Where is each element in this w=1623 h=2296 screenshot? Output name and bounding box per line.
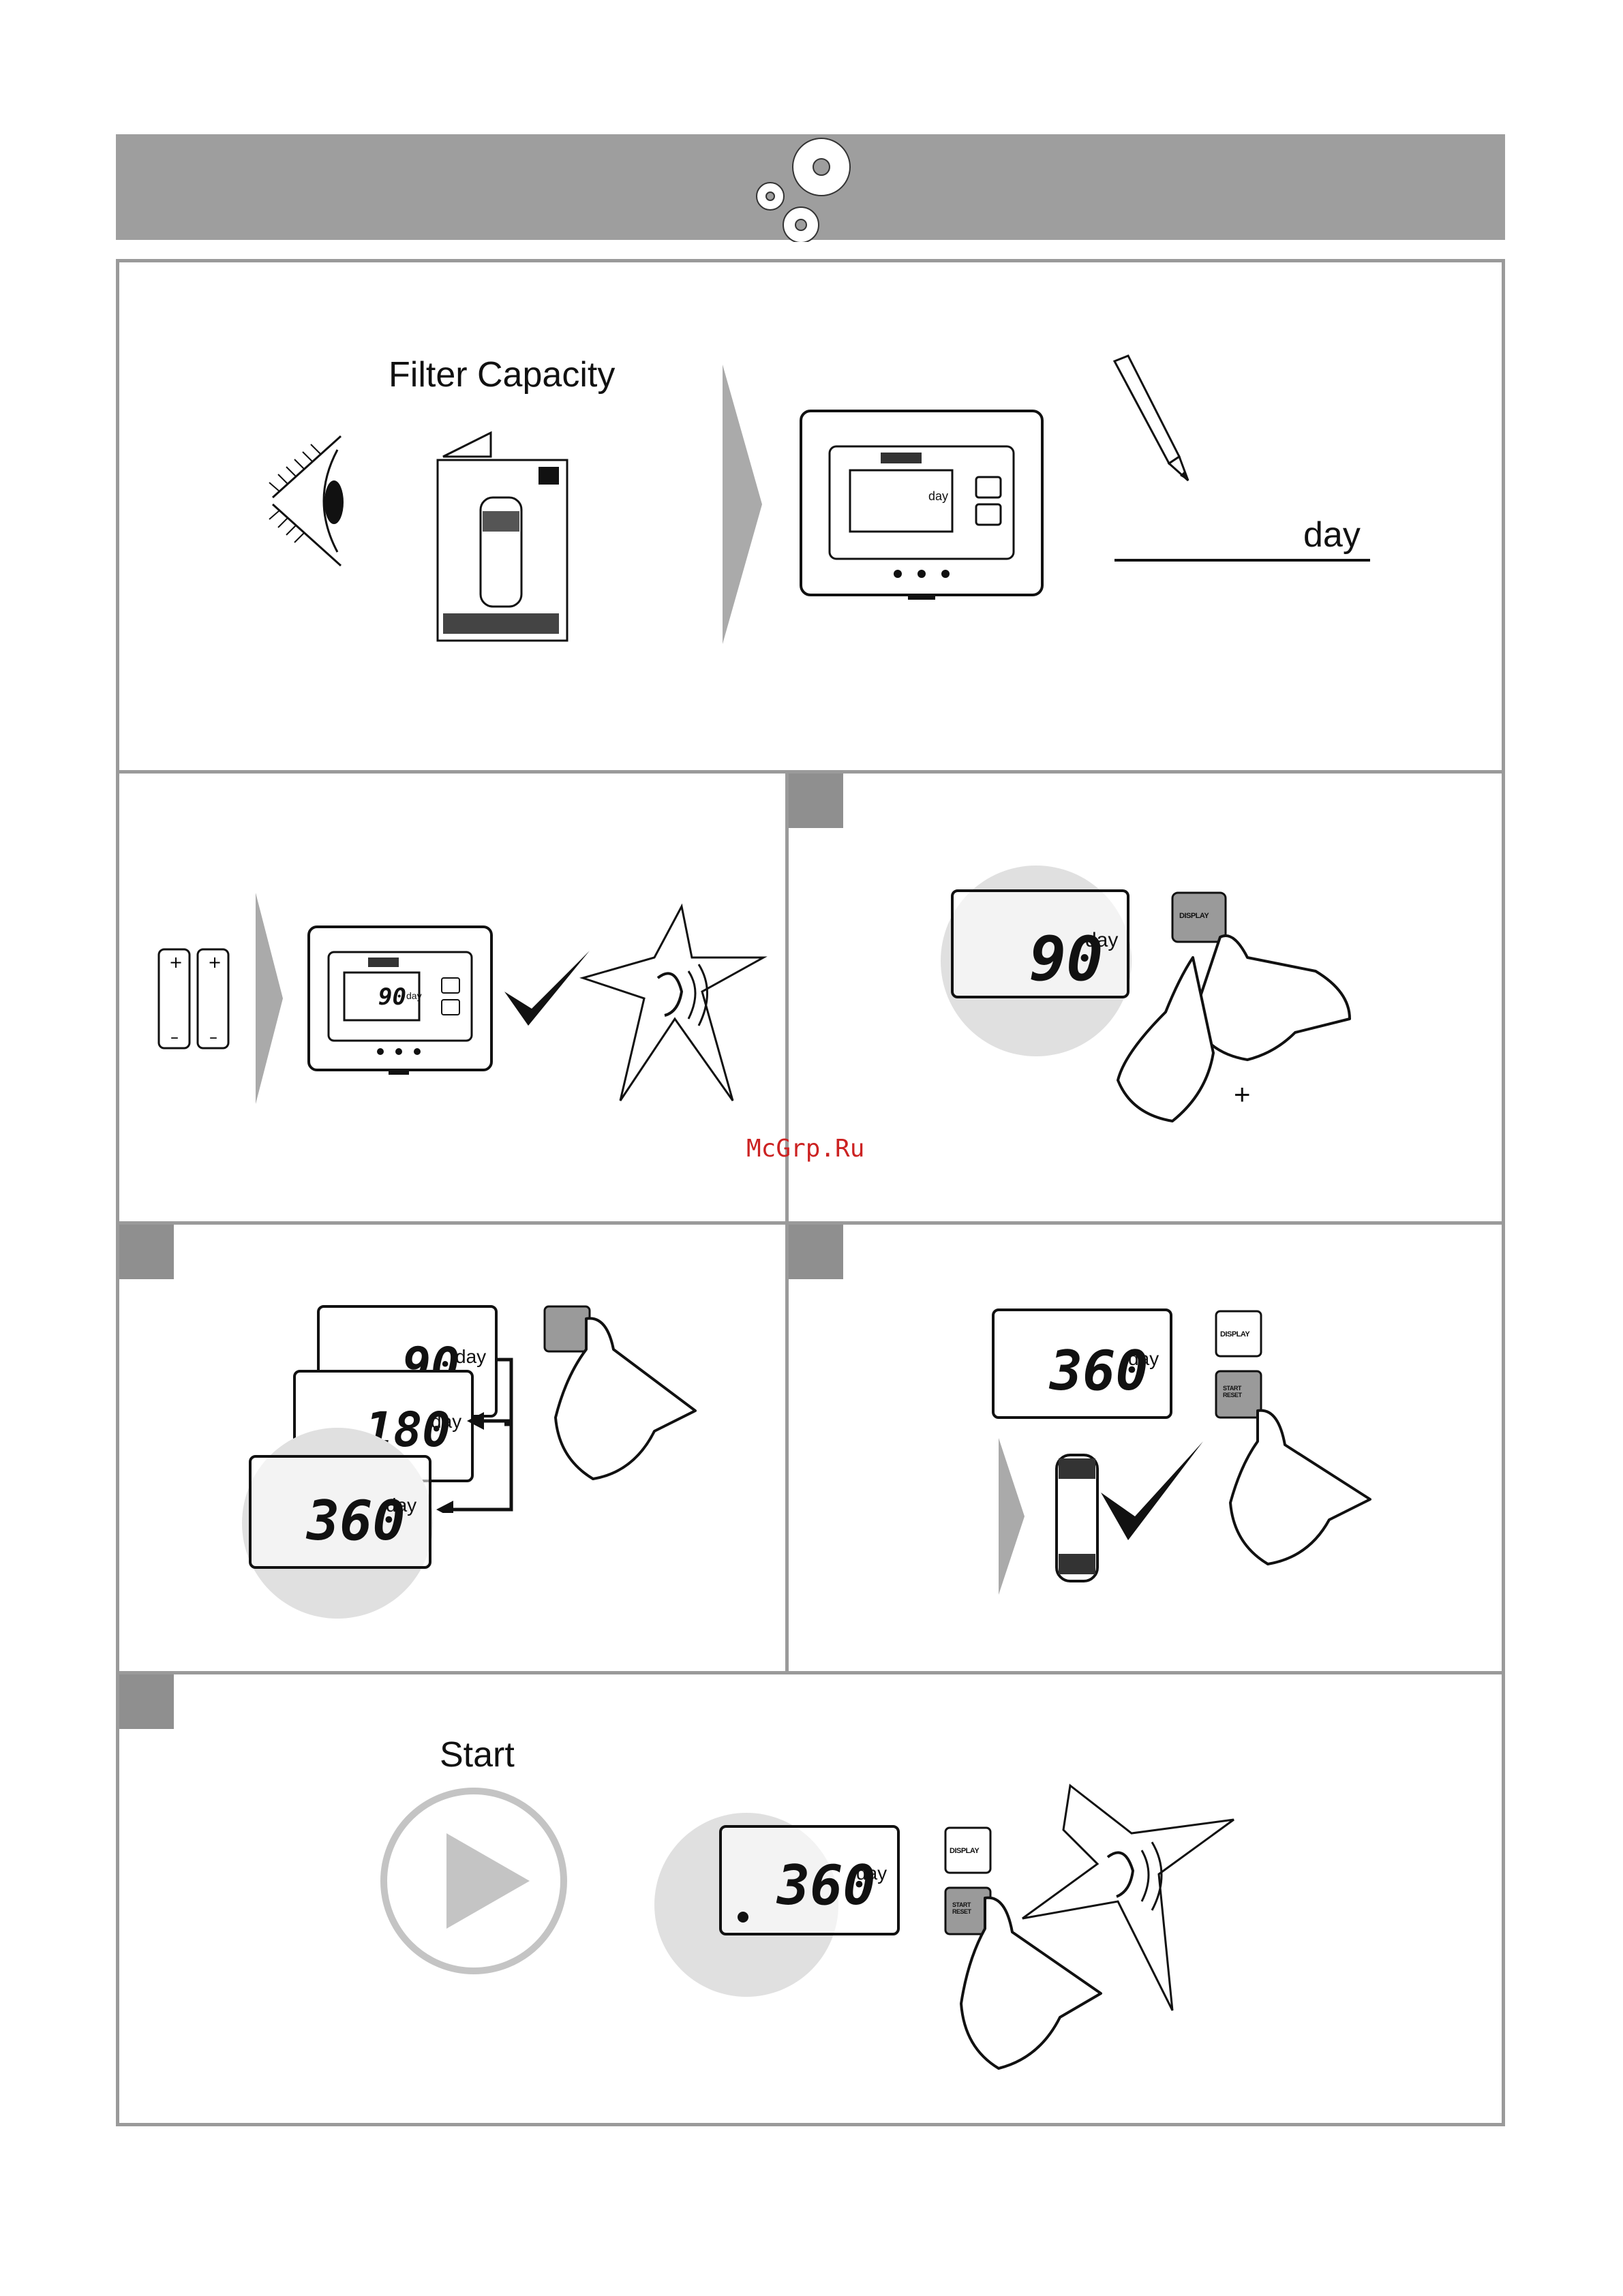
step-tab — [119, 1225, 174, 1279]
start-reset-button-label: START RESET — [1223, 1385, 1256, 1398]
step-tab — [789, 774, 843, 828]
divider — [785, 770, 789, 1674]
manual-booklet-icon — [436, 429, 573, 647]
plus-sign: + — [1234, 1078, 1251, 1111]
write-line — [1114, 559, 1370, 562]
device-day-label: day — [928, 489, 948, 504]
svg-text:–: – — [170, 1028, 179, 1047]
arrow-icon — [723, 365, 763, 644]
day-unit-label: day — [1303, 515, 1361, 555]
lcd-value: 90 — [378, 983, 406, 1011]
beep-star-ear-icon — [1016, 1782, 1241, 2014]
arrow-icon — [999, 1438, 1026, 1595]
svg-text:+: + — [169, 953, 183, 972]
start-play-icon — [378, 1786, 569, 1976]
checkmark-icon — [1097, 1435, 1207, 1547]
lcd-day: day — [386, 1495, 416, 1516]
hand-icon — [545, 1308, 702, 1486]
display-button-label: DISPLAY — [1220, 1330, 1249, 1338]
filter-cartridge-icon — [1053, 1452, 1101, 1585]
thermostat-device — [799, 409, 1044, 600]
hand-icon — [1220, 1404, 1377, 1567]
step-tab — [789, 1225, 843, 1279]
batteries-icon: + + – – — [155, 944, 234, 1050]
lcd-day: day — [1128, 1348, 1159, 1370]
pencil-icon — [1108, 354, 1196, 484]
beep-star-ear-icon — [579, 903, 770, 1107]
svg-text:+: + — [208, 953, 222, 972]
lcd-day: day — [406, 990, 422, 1001]
sequence-arrows — [436, 1356, 518, 1513]
filter-capacity-label: Filter Capacity — [389, 354, 615, 395]
eye-icon — [259, 429, 361, 572]
arrow-icon — [256, 893, 283, 1104]
start-label: Start — [440, 1734, 515, 1775]
lcd-day: day — [856, 1863, 887, 1884]
gears-icon — [750, 136, 873, 242]
step-tab — [119, 1674, 174, 1729]
divider — [116, 1671, 1505, 1674]
display-button-label: DISPLAY — [950, 1847, 979, 1855]
watermark: McGrp.Ru — [746, 1135, 864, 1163]
svg-text:–: – — [209, 1028, 217, 1047]
hand-icon — [1070, 917, 1356, 1142]
